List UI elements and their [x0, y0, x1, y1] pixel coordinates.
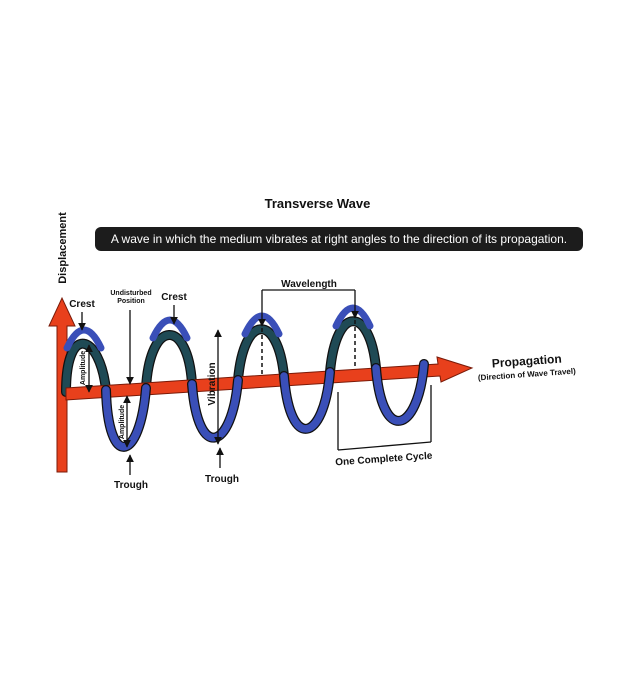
wave-crest-cap [332, 304, 374, 330]
one-cycle-bracket [337, 385, 432, 451]
wave-strand-back [142, 331, 196, 392]
wave-strand-back [326, 317, 380, 376]
wave-strand-back [62, 340, 110, 396]
propagation-axis-arrow [65, 356, 474, 401]
wave-strand-front [372, 360, 428, 425]
wave-crest-cap [149, 316, 191, 342]
crest-label-2: Crest [161, 292, 187, 303]
amplitude-label-1: Amplitude [80, 351, 87, 385]
wavelength-label: Wavelength [281, 279, 337, 290]
displacement-label: Displacement [57, 212, 69, 284]
wave-strand-front [280, 368, 334, 433]
vibration-label: Vibration [207, 362, 218, 405]
wave-back-strands [61, 316, 381, 397]
definition-banner: A wave in which the medium vibrates at r… [95, 227, 583, 251]
crest-guide-lines [261, 320, 356, 375]
annotation-arrows [78, 289, 359, 475]
diagram-title: Transverse Wave [264, 196, 371, 211]
trough-label-2: Trough [205, 474, 239, 485]
one-cycle-label: One Complete Cycle [335, 451, 433, 469]
crest-label-1: Crest [69, 299, 95, 310]
propagation-label: Propagation [491, 352, 562, 371]
wave-strand-back [234, 325, 288, 384]
undisturbed-label-line1: Undisturbed [110, 290, 151, 297]
undisturbed-label-line2: Position [117, 298, 145, 305]
trough-label-1: Trough [114, 480, 148, 491]
amplitude-label-2: Amplitude [119, 405, 126, 439]
